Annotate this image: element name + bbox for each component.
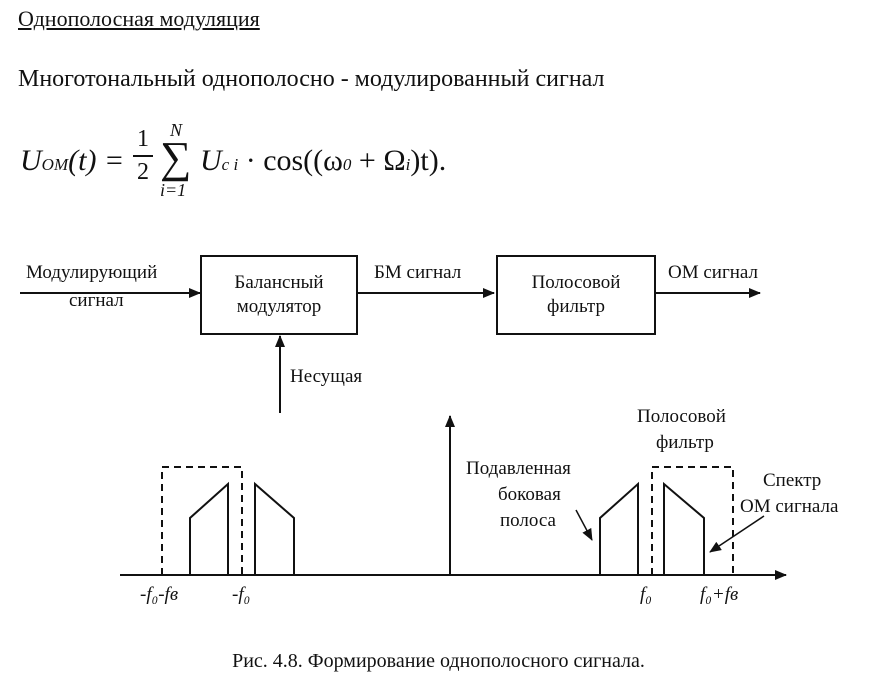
sideband-neg-upper xyxy=(254,481,295,575)
tick-label-neg-f0: -f₀ xyxy=(232,584,251,605)
formula-sum-symbol: ∑ xyxy=(160,133,192,182)
tick-label-neg-f0-fb: -f₀-fв xyxy=(140,584,179,605)
om-spectrum-pointer xyxy=(709,515,765,553)
suppressed-pointer xyxy=(575,509,593,541)
filter-window-positive xyxy=(651,466,734,575)
bm-signal-label: БМ сигнал xyxy=(374,262,462,283)
input-label-line2: сигнал xyxy=(69,290,124,311)
page-subtitle: Многотональный однополосно - модулирован… xyxy=(18,66,605,92)
carrier-label: Несущая xyxy=(290,366,363,387)
filter-label-line2: фильтр xyxy=(656,432,714,453)
filter-label-line1: Полосовой xyxy=(637,406,726,427)
sideband-pos-lower xyxy=(599,481,639,575)
om-spectrum-label-line1: Спектр xyxy=(763,470,822,491)
om-signal-label: ОМ сигнал xyxy=(668,262,759,283)
formula-sum-lower: i=1 xyxy=(160,180,187,200)
filter-window-negative xyxy=(161,466,243,575)
tick-label-f0-plus-fb: f₀+fв xyxy=(700,584,739,605)
formula-sum-upper: N xyxy=(170,120,183,140)
formula-term: Uc i · cos((ω0 + Ωi)t). xyxy=(200,144,447,177)
input-label-line1: Модулирующий xyxy=(26,262,158,283)
formula-lhs: UOM(t) = xyxy=(20,144,125,177)
sideband-pos-upper xyxy=(663,481,705,575)
suppressed-label-line2: боковая xyxy=(498,484,561,505)
suppressed-label-line1: Подавленная xyxy=(466,458,571,479)
figure-caption: Рис. 4.8. Формирование однополосного сиг… xyxy=(232,650,645,672)
bandpass-filter-block: Полосовой фильтр xyxy=(496,255,656,335)
tick-label-f0: f₀ xyxy=(640,584,652,605)
suppressed-label-line3: полоса xyxy=(500,510,556,531)
balanced-modulator-block: Балансный модулятор xyxy=(200,255,358,335)
om-spectrum-label-line2: ОМ сигнала xyxy=(740,496,839,517)
page-title: Однополосная модуляция xyxy=(18,6,260,31)
sideband-neg-lower xyxy=(189,481,229,575)
